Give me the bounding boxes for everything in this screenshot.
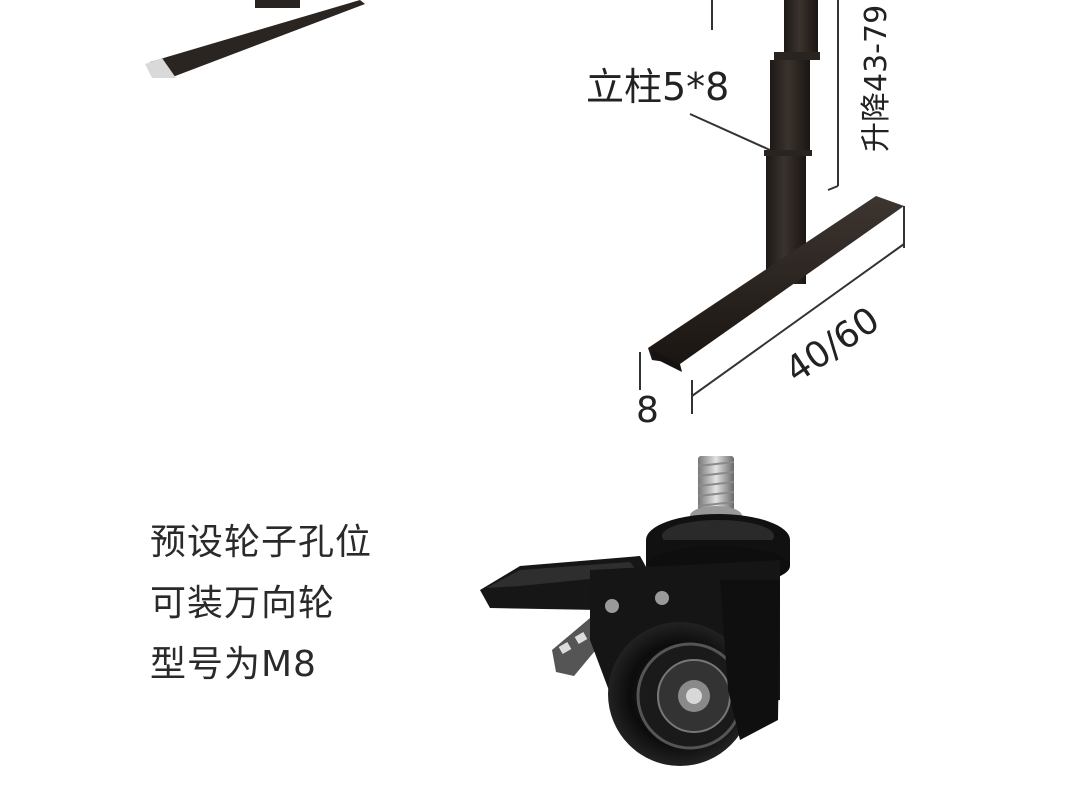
- caster-note: 预设轮子孔位 可装万向轮 型号为M8: [150, 512, 372, 695]
- caster-note-line-2: 可装万向轮: [150, 583, 336, 624]
- desk-leg-frame: [648, 0, 904, 372]
- foot-length-label: 40/60: [778, 299, 887, 391]
- lift-range-label: 升降43-79: [859, 5, 894, 152]
- dimension-lines: [639, 0, 905, 414]
- column-size-label: 立柱5*8: [586, 65, 729, 109]
- caster-note-line-1: 预设轮子孔位: [150, 522, 373, 563]
- caster-note-line-3: 型号为M8: [150, 644, 317, 685]
- left-leg-foot: [145, 0, 365, 78]
- foot-width-label: 8: [636, 390, 659, 431]
- caster-wheel-icon: [480, 456, 790, 766]
